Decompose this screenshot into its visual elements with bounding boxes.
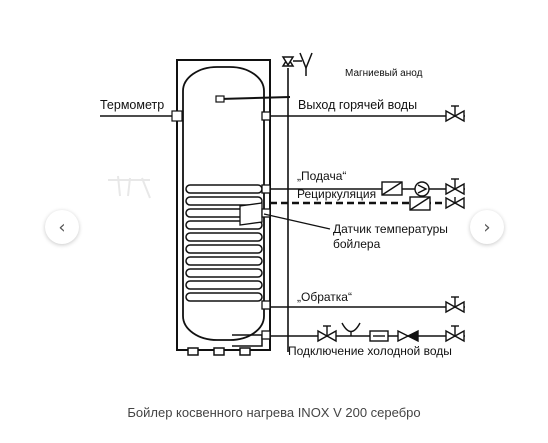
gallery-next-button[interactable]: › — [470, 210, 504, 244]
label-thermometer: Термометр — [100, 98, 164, 112]
tank-fittings — [261, 111, 271, 340]
heat-exchanger-coil — [185, 184, 263, 302]
label-sensor-line1: Датчик температуры — [333, 222, 448, 236]
gate-valves — [317, 105, 465, 343]
image-caption: Бойлер косвенного нагрева INOX V 200 сер… — [127, 405, 421, 420]
gallery-prev-button[interactable]: ‹ — [45, 210, 79, 244]
faint-sketch — [108, 175, 151, 199]
sensor-sleeve — [239, 202, 263, 226]
label-recirculation: Рециркуляция — [297, 187, 376, 201]
pipes — [270, 115, 465, 337]
label-hot-water-out: Выход горячей воды — [298, 98, 417, 112]
cold-water-components — [341, 322, 419, 343]
sensor-leader — [263, 213, 331, 230]
chevron-left-icon: ‹ — [58, 216, 66, 238]
safety-valve — [281, 52, 313, 76]
recirculation-components — [381, 181, 431, 211]
anode-rod — [219, 96, 291, 100]
label-cold-water-in: Подключение холодной воды — [288, 344, 452, 358]
label-sensor-line2: бойлера — [333, 237, 381, 251]
label-anode: Магниевый анод — [345, 68, 423, 79]
boiler-feet — [187, 334, 263, 356]
label-supply: „Подача“ — [297, 169, 346, 183]
label-return: „Обратка“ — [297, 290, 352, 304]
chevron-right-icon: › — [483, 216, 491, 238]
